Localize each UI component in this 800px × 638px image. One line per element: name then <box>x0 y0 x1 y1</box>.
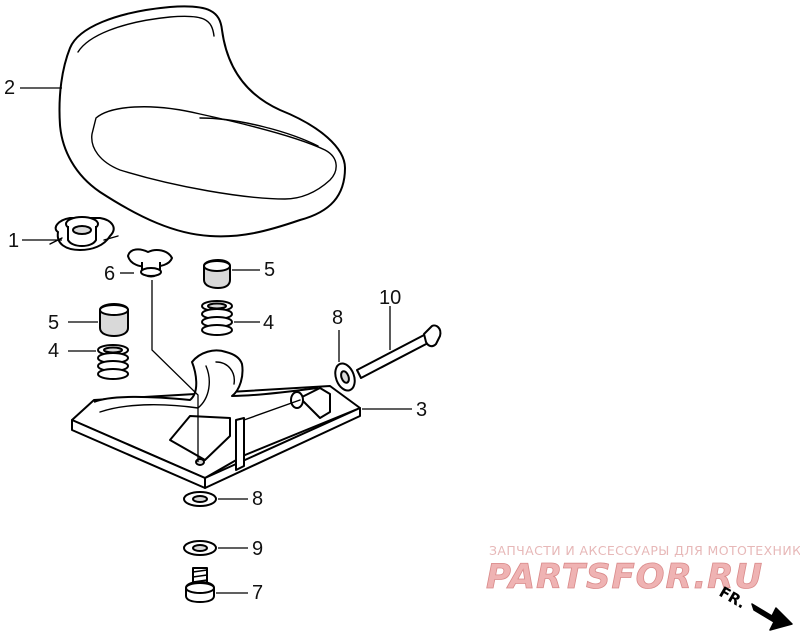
flange-nut-part[interactable] <box>49 216 119 251</box>
washer-9-part[interactable] <box>183 540 217 556</box>
callout-10: 10 <box>379 287 401 309</box>
callout-2: 2 <box>4 77 15 99</box>
callout-3: 3 <box>416 399 427 421</box>
spring-right-part[interactable] <box>201 300 233 336</box>
front-arrow-icon <box>751 603 793 631</box>
rubber-mount-right-part[interactable] <box>203 259 231 289</box>
rubber-mount-left-part[interactable] <box>99 303 129 337</box>
callout-1: 1 <box>8 230 19 252</box>
callout-6: 6 <box>104 263 115 285</box>
callout-8-top: 8 <box>332 307 343 329</box>
watermark-caption: ЗАПЧАСТИ И АКСЕССУАРЫ ДЛЯ МОТОТЕХНИКИ <box>489 543 800 558</box>
short-bolt-part[interactable] <box>185 567 215 603</box>
callout-8-bottom: 8 <box>252 488 263 510</box>
washer-lower-part[interactable] <box>183 491 217 507</box>
seat-base-part[interactable] <box>71 349 361 489</box>
washer-upper-part[interactable] <box>332 361 358 393</box>
seat-part[interactable] <box>58 5 346 238</box>
callout-5-right: 5 <box>264 259 275 281</box>
spring-left-part[interactable] <box>97 344 129 380</box>
long-bolt-part[interactable] <box>356 324 442 379</box>
callout-7: 7 <box>252 582 263 604</box>
callout-4-left: 4 <box>48 340 59 362</box>
wing-knob-part[interactable] <box>127 248 173 278</box>
callout-4-right: 4 <box>263 312 274 334</box>
leader-lines <box>20 87 412 594</box>
callout-9: 9 <box>252 538 263 560</box>
watermark-brand: PARTSFOR.RU <box>486 557 763 597</box>
callout-5-left: 5 <box>48 312 59 334</box>
front-direction-indicator: FR. <box>716 583 793 631</box>
